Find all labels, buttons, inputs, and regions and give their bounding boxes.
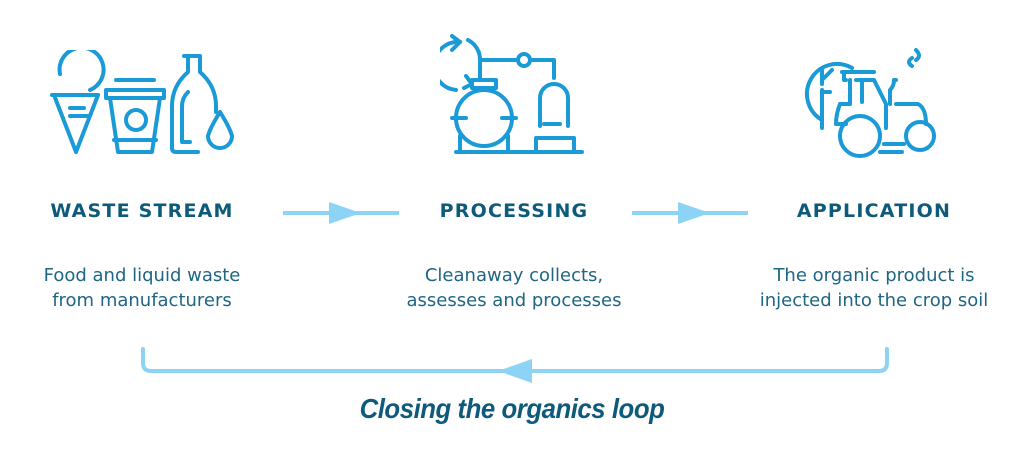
description-line: injected into the crop soil — [759, 290, 989, 311]
stage-description-processing: Cleanaway collects, assesses and process… — [374, 263, 654, 313]
stage-description-waste-stream: Food and liquid waste from manufacturers — [2, 263, 282, 313]
loop-back-arrow-icon — [140, 345, 890, 389]
loop-label: Closing the organics loop — [359, 393, 665, 424]
stage-title-processing: PROCESSING — [439, 200, 589, 222]
description-line: Food and liquid waste — [43, 265, 241, 286]
description-line: assesses and processes — [406, 290, 622, 311]
arrow-right-icon — [630, 200, 750, 230]
description-line: The organic product is — [773, 265, 975, 286]
food-waste-icon — [48, 50, 238, 160]
tractor-tree-icon — [790, 28, 940, 163]
stage-description-application: The organic product is injected into the… — [734, 263, 1014, 313]
stage-title-waste-stream: WASTE STREAM — [50, 200, 234, 222]
description-line: from manufacturers — [52, 290, 232, 311]
processing-plant-icon — [440, 28, 590, 163]
arrow-right-icon — [281, 200, 401, 230]
stage-title-application: APPLICATION — [796, 200, 952, 222]
description-line: Cleanaway collects, — [424, 265, 604, 286]
